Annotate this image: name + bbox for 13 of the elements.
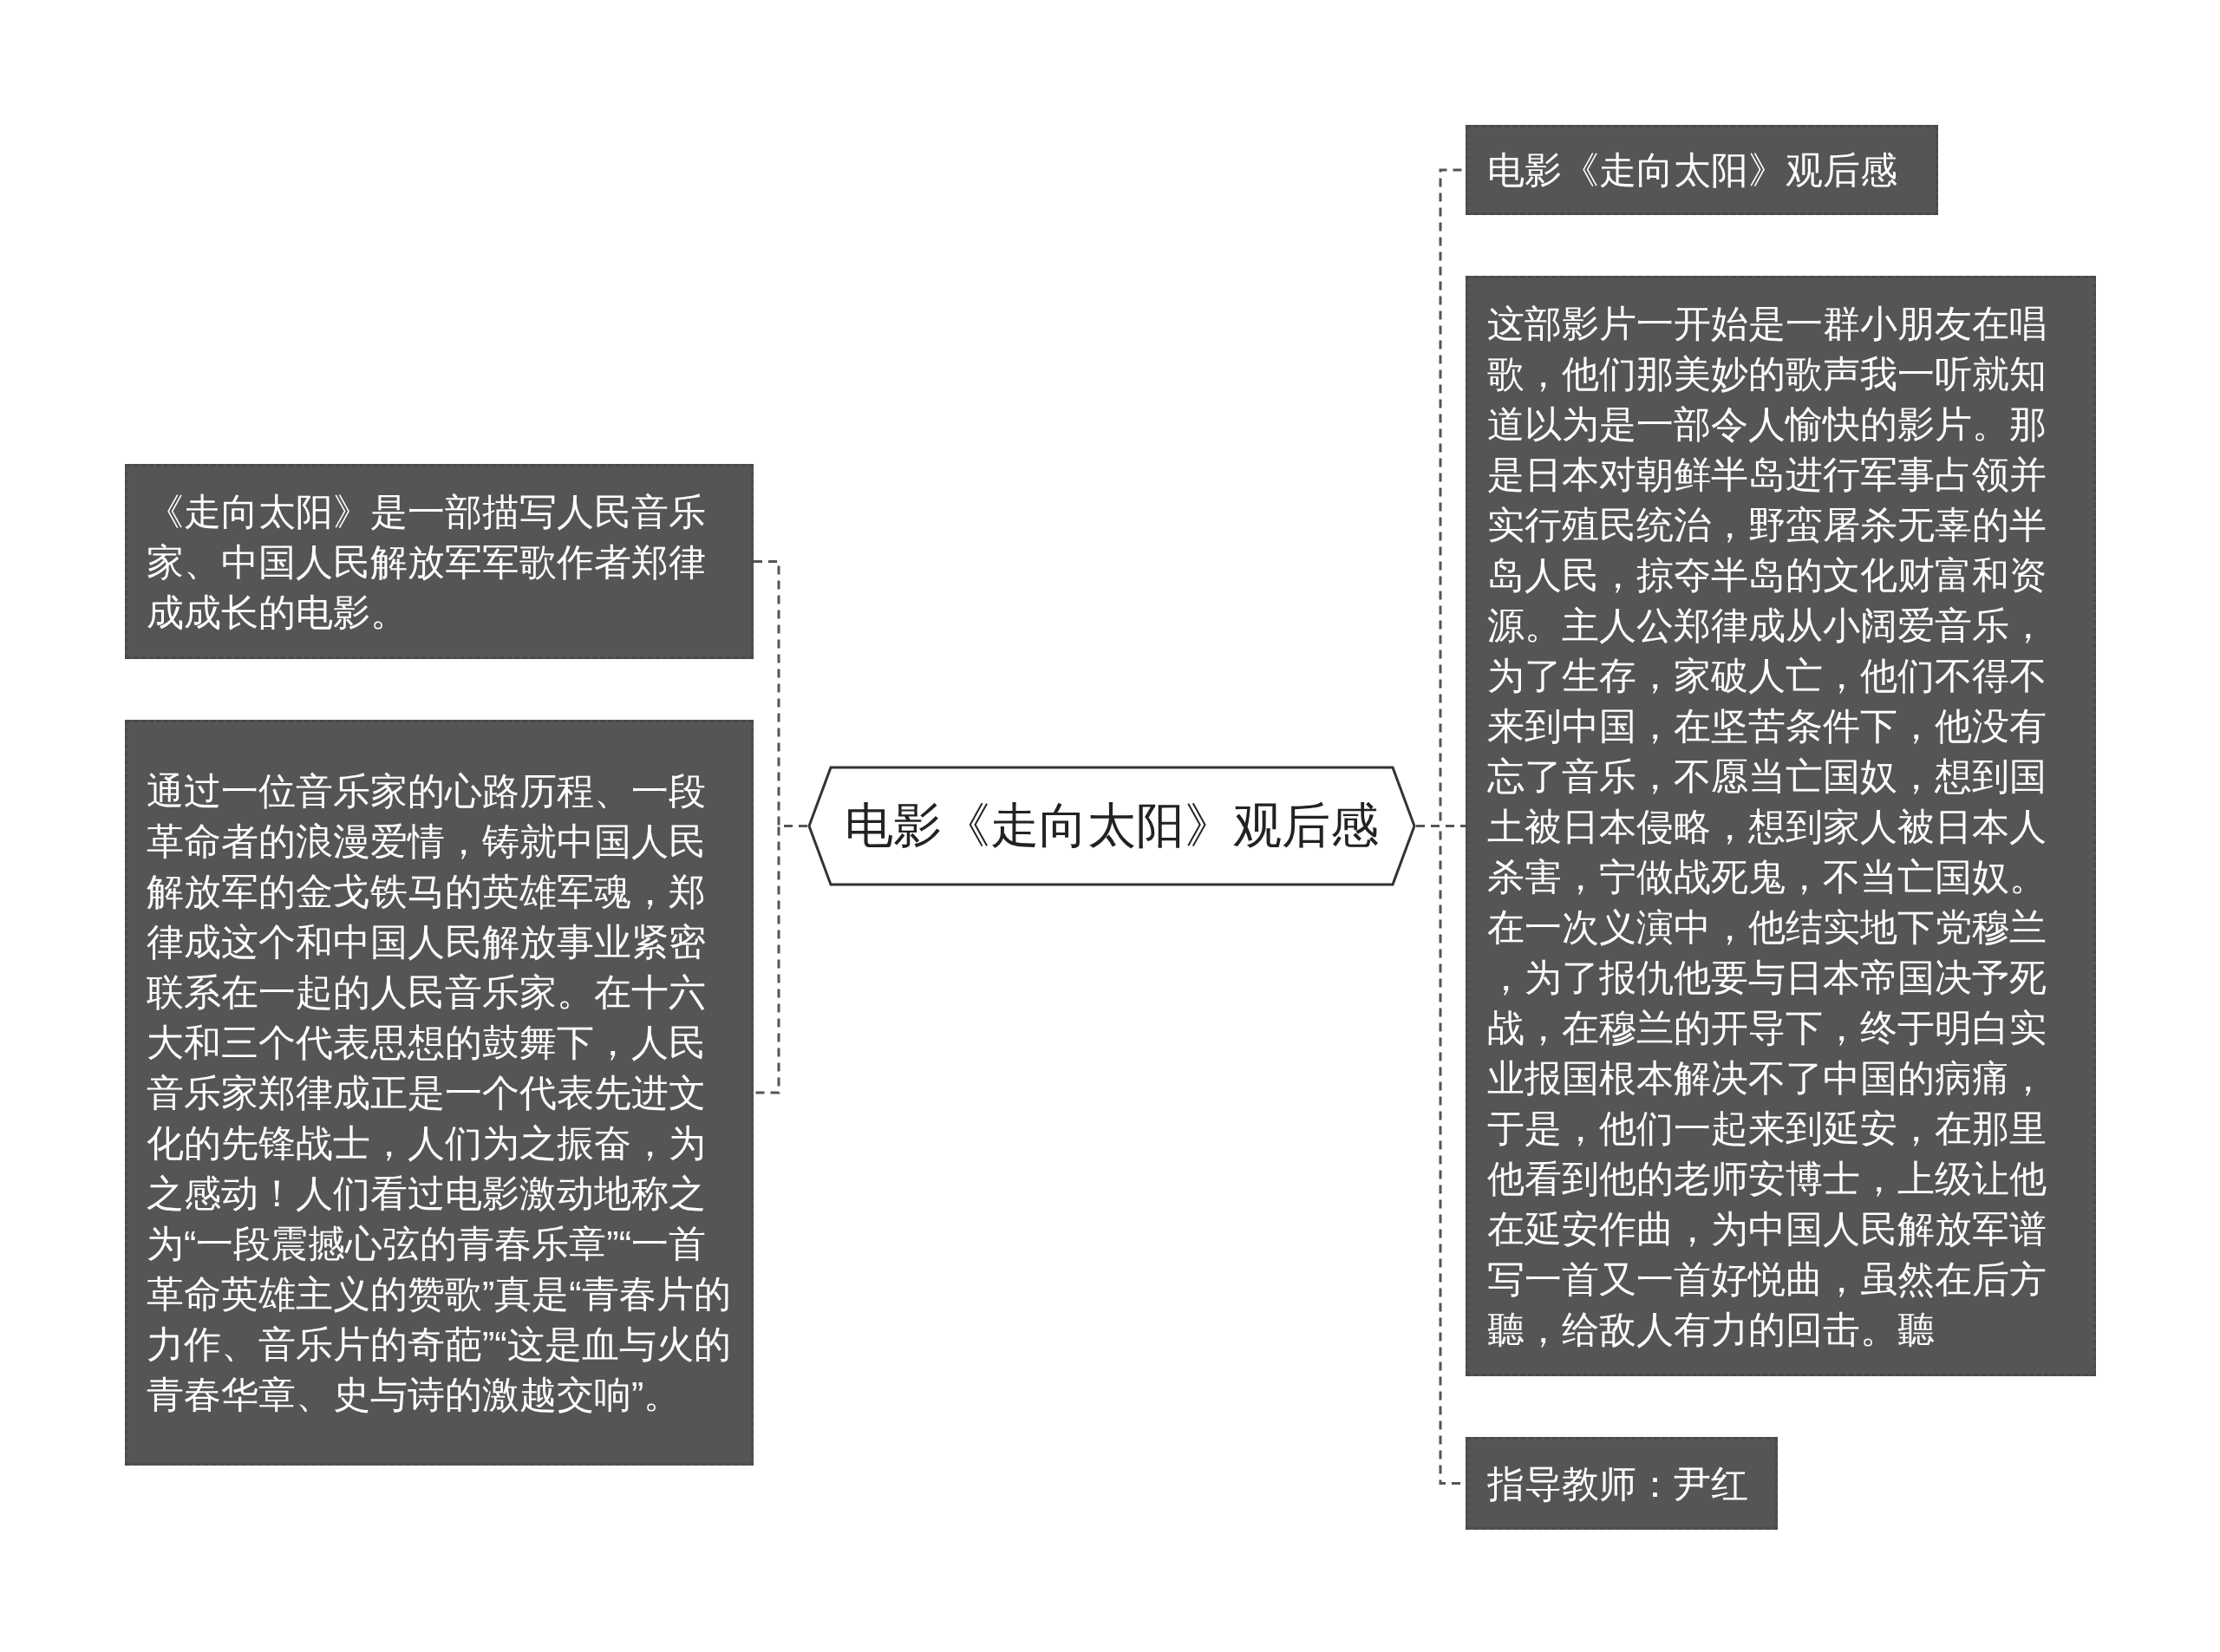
topic-text: 这部影片一开始是一群小朋友在唱歌，他们那美妙的歌声我一听就知道以为是一部令人愉快的影片。那是日本对朝鲜半岛进行军事占领并实行殖民统治，野蛮屠杀无辜的半岛人民，掠夺半岛的文化财富和资源。主人公郑律成从小阔爱音乐，为了生存，家破人亡，他们不得不来到中国，在坚苦条件下，他没有忘了音乐，不愿当亡国奴，想到国土被日本侵略，想到家人被日本人杀害，宁做战死鬼，不当亡国奴。在一次义演中，他结实地下党穆兰，为了报仇他要与日本帝国决予死战，在穆兰的开导下，终于明白实业报国根本解决不了中国的病痛，于是，他们一起来到延安，在那里他看到他的老师安博士，上级让他在延安作曲，为中国人民解放军谱写一首又一首好悦曲，虽然在后方聽，给敌人有力的回击。聽 <box>1487 301 2047 1352</box>
connector-line <box>754 825 807 1094</box>
topic-text: 通过一位音乐家的心路历程、一段革命者的浪漫爱情，铸就中国人民解放军的金戈铁马的英雄军魂，郑律成这个和中国人民解放事业紧密联系在一起的人民音乐家。在十六大和三个代表思想的鼓舞下，人民音乐家郑律成正是一个代表先进文化的先锋战士，人们为之振奋，为之感动！人们看过电影激动地称之为“一段震撼心弦的青春乐章”“一首革命英雄主义的赞歌”真是“青春片的力作、音乐片的奇葩”“这是血与火的青春华章、史与诗的激越交响”。 <box>147 769 732 1417</box>
central-topic-text: 电影《走向太阳》观后感 <box>845 796 1379 854</box>
topic-text: 指导教师：尹红 <box>1487 1461 1749 1506</box>
topic-box <box>1466 1437 1778 1530</box>
topic-text: 电影《走向太阳》观后感 <box>1487 148 1898 193</box>
topic-box <box>1466 125 1938 215</box>
central-topic-hexagon <box>807 766 1416 886</box>
topic-box <box>1466 276 2096 1376</box>
topic-box <box>125 464 754 659</box>
topic-text: 《走向太阳》是一部描写人民音乐家、中国人民解放军军歌作者郑律成成长的电影。 <box>147 489 707 635</box>
topic-box <box>125 720 754 1466</box>
